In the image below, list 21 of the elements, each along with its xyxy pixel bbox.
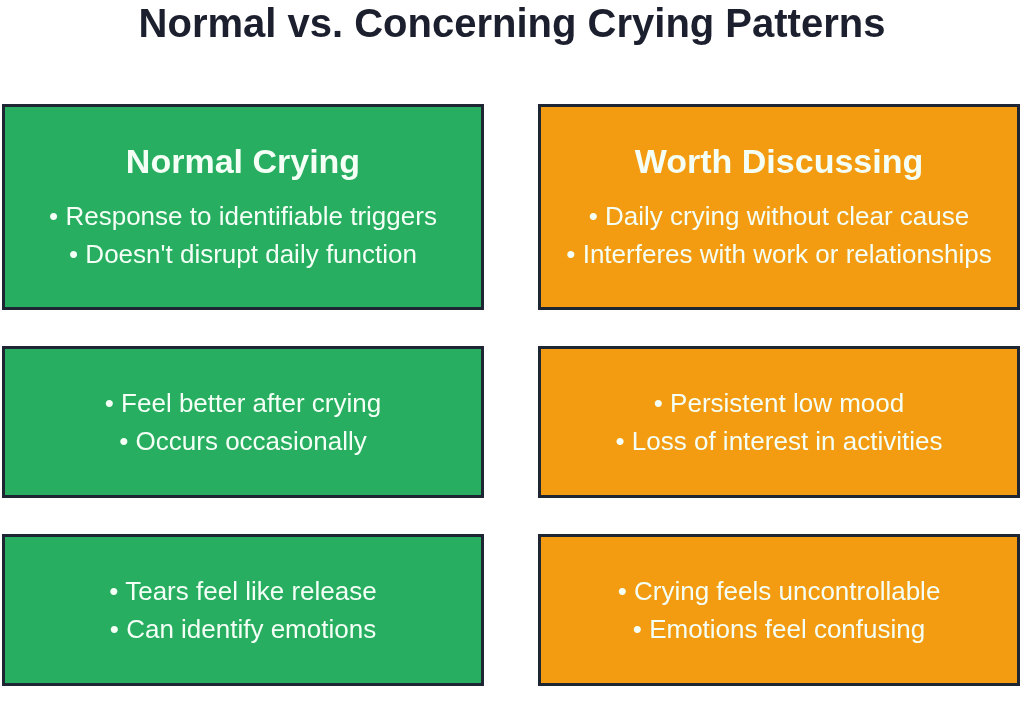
bullet-item: • Interferes with work or relationships (566, 238, 992, 271)
bullet-item: • Loss of interest in activities (615, 425, 943, 458)
info-card (2, 346, 484, 498)
bullet-item: • Crying feels uncontrollable (617, 575, 941, 608)
bullet-item: • Response to identifiable triggers (49, 200, 437, 233)
info-card (538, 104, 1020, 310)
diagram-title: Normal vs. Concerning Crying Patterns (138, 0, 886, 46)
bullet-item: • Doesn't disrupt daily function (69, 238, 417, 271)
bullet-item: • Tears feel like release (109, 575, 377, 608)
info-card (538, 534, 1020, 686)
bullet-item: • Emotions feel confusing (632, 613, 926, 646)
bullet-item: • Can identify emotions (109, 613, 377, 646)
bullet-item: • Occurs occasionally (119, 425, 367, 458)
info-card (2, 534, 484, 686)
card-heading: Worth Discussing (634, 141, 924, 181)
info-card (538, 346, 1020, 498)
bullet-item: • Persistent low mood (653, 387, 905, 420)
bullet-item: • Daily crying without clear cause (588, 200, 970, 233)
card-heading: Normal Crying (125, 141, 361, 181)
info-card (2, 104, 484, 310)
bullet-item: • Feel better after crying (104, 387, 382, 420)
